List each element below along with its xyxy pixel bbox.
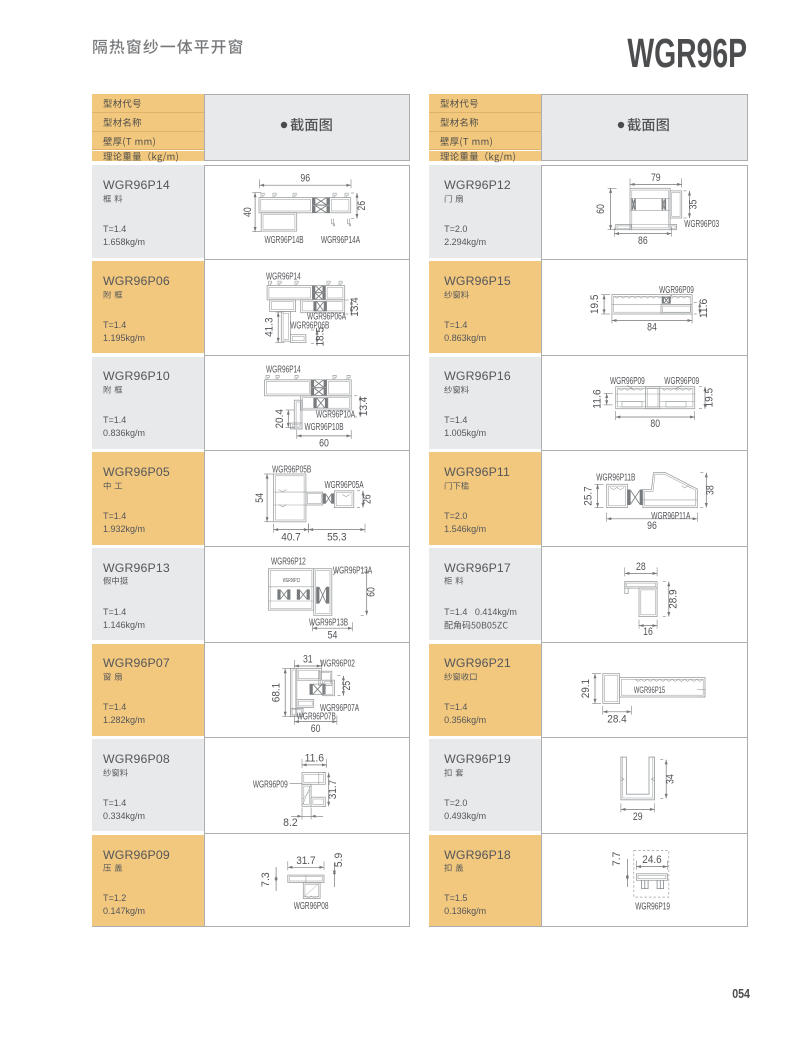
svg-text:96: 96 [300,173,310,185]
svg-text:26: 26 [356,201,368,211]
svg-text:11.6: 11.6 [591,389,603,408]
svg-text:35: 35 [688,200,700,210]
svg-text:60: 60 [595,205,607,215]
svg-text:WGR96P02: WGR96P02 [320,658,355,669]
svg-text:8.2: 8.2 [283,817,298,829]
svg-text:60: 60 [310,722,320,734]
svg-text:WGR96P05A: WGR96P05A [324,480,363,491]
svg-text:54: 54 [327,629,337,640]
svg-text:WGR96P11A: WGR96P11A [651,511,690,522]
svg-text:68.1: 68.1 [270,682,282,701]
svg-text:60: 60 [365,587,377,597]
svg-text:5.9: 5.9 [332,853,344,868]
svg-text:WGR96P06A: WGR96P06A [307,312,346,323]
svg-text:WGR96P19: WGR96P19 [635,902,670,913]
svg-text:31: 31 [303,653,313,665]
svg-text:11.6: 11.6 [304,753,323,765]
svg-text:WGR96P14B: WGR96P14B [264,235,303,246]
svg-text:40: 40 [242,208,254,218]
svg-text:19.5: 19.5 [704,388,716,407]
svg-text:55.3: 55.3 [327,532,346,544]
svg-text:WGR96P10A: WGR96P10A [316,409,355,420]
svg-text:WGR96P13B: WGR96P13B [309,617,348,628]
svg-text:WGR96P08: WGR96P08 [293,901,328,912]
svg-text:18.5: 18.5 [314,327,326,346]
svg-text:20.4: 20.4 [273,409,285,428]
svg-text:WGR96P05B: WGR96P05B [272,465,311,476]
svg-text:79: 79 [651,172,661,184]
svg-text:WGR96P15: WGR96P15 [634,684,665,694]
svg-text:29.1: 29.1 [580,678,592,697]
svg-text:25: 25 [341,680,353,690]
svg-text:26: 26 [361,495,373,505]
svg-text:54: 54 [254,493,266,503]
svg-text:WGR96P09: WGR96P09 [253,779,288,790]
svg-text:WGR96P14A: WGR96P14A [321,235,360,246]
svg-text:80: 80 [650,418,660,430]
svg-text:13.4: 13.4 [349,297,361,316]
svg-text:13.4: 13.4 [358,396,370,415]
svg-text:96: 96 [647,520,657,532]
svg-text:WGR96P10B: WGR96P10B [304,422,343,433]
svg-text:WGR96P09: WGR96P09 [664,376,699,387]
svg-text:11.6: 11.6 [698,299,710,318]
svg-text:24.6: 24.6 [642,854,661,866]
svg-text:WGR96P09: WGR96P09 [610,376,645,387]
svg-text:WGR96P06B: WGR96P06B [290,321,329,332]
svg-text:16: 16 [643,626,653,638]
svg-text:WGR96P12: WGR96P12 [282,578,300,584]
svg-text:WGR96P07A: WGR96P07A [320,703,359,714]
svg-text:34: 34 [665,774,677,784]
svg-text:60: 60 [319,437,329,449]
svg-text:19.5: 19.5 [589,295,601,314]
svg-text:40.7: 40.7 [281,532,300,544]
svg-text:86: 86 [638,235,648,247]
svg-text:28.4: 28.4 [607,713,626,725]
svg-text:WGR96P14: WGR96P14 [266,364,301,375]
svg-text:29: 29 [633,811,643,823]
svg-text:WGR96P13A: WGR96P13A [333,566,372,577]
svg-text:WGR96P11B: WGR96P11B [596,473,635,484]
svg-text:28.9: 28.9 [667,589,679,608]
svg-text:31.7: 31.7 [327,780,339,799]
svg-text:WGR96P03: WGR96P03 [684,219,719,230]
svg-text:WGR96P12: WGR96P12 [271,557,306,568]
svg-text:7.7: 7.7 [611,852,623,867]
svg-text:84: 84 [647,322,657,334]
svg-text:7.3: 7.3 [260,872,272,887]
svg-text:41.3: 41.3 [263,318,275,337]
svg-text:31.7: 31.7 [296,855,315,867]
svg-text:WGR96P14: WGR96P14 [266,272,301,283]
svg-text:38: 38 [704,486,716,496]
svg-text:WGR96P07B: WGR96P07B [296,711,335,722]
svg-text:28: 28 [636,561,646,573]
svg-text:WGR96P09: WGR96P09 [659,285,694,296]
svg-text:25.7: 25.7 [582,487,594,506]
